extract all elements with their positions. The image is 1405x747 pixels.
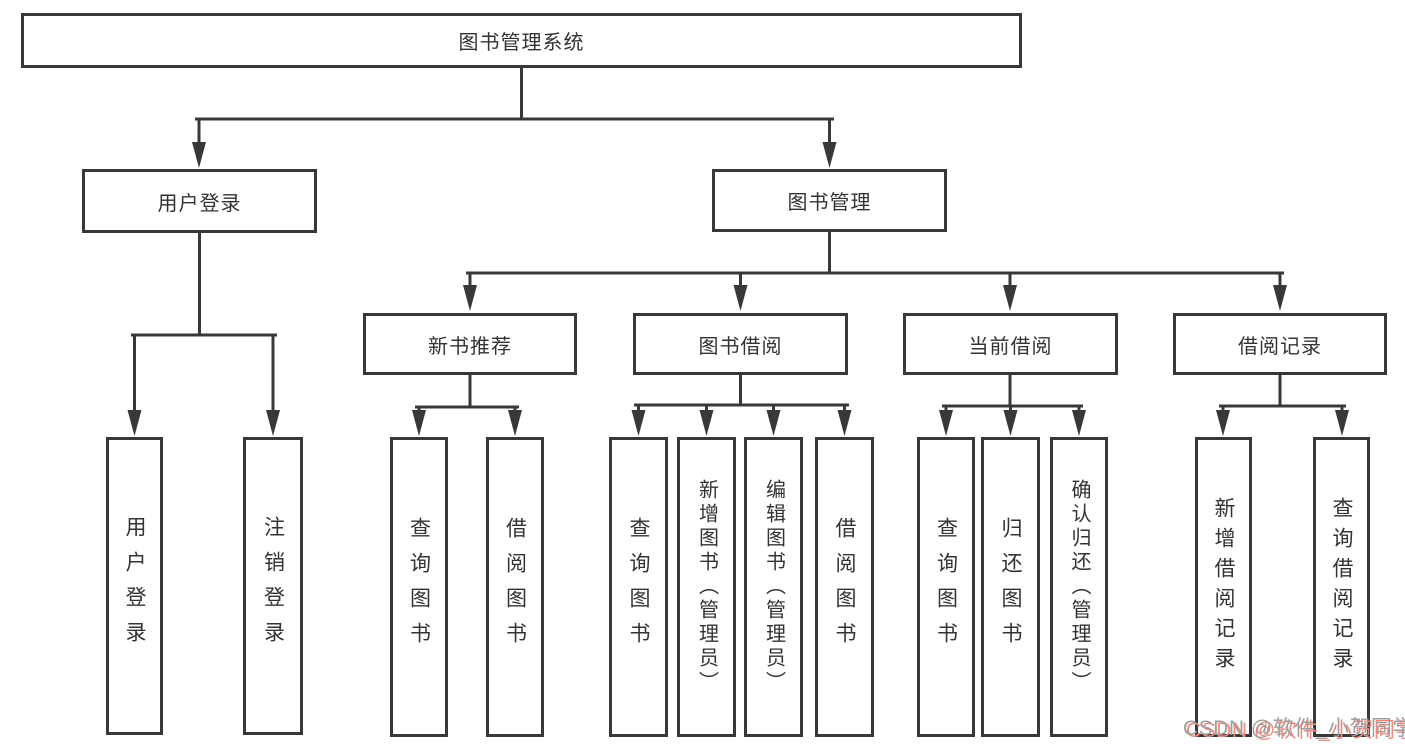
leaf-borrow-edit-books-admin: 编辑图书（管理员） bbox=[744, 437, 803, 737]
leaf-add-borrow-record: 新增借阅记录 bbox=[1195, 437, 1252, 737]
leaf-user-login: 用户登录 bbox=[106, 437, 163, 735]
connector-current-to-leaves bbox=[939, 374, 1086, 436]
leaf-current-confirm-return-admin: 确认归还（管理员） bbox=[1050, 437, 1108, 737]
leaf-label: 确认归还（管理员） bbox=[1068, 479, 1090, 695]
connector-recommend-to-leaves bbox=[412, 375, 522, 436]
node-label: 图书借阅 bbox=[698, 335, 783, 358]
leaf-recommend-borrow-books: 借阅图书 bbox=[486, 437, 544, 737]
node-user-login: 用户登录 bbox=[82, 169, 317, 233]
leaf-current-query-books: 查询图书 bbox=[917, 437, 975, 737]
leaf-label: 借阅图书 bbox=[833, 517, 856, 657]
leaf-query-borrow-record: 查询借阅记录 bbox=[1313, 437, 1370, 737]
connector-records-to-leaves bbox=[1216, 374, 1349, 436]
node-label: 图书管理 bbox=[787, 192, 872, 214]
node-borrow-records: 借阅记录 bbox=[1173, 313, 1387, 375]
node-current-borrow: 当前借阅 bbox=[903, 313, 1118, 375]
connector-borrow-to-leaves bbox=[631, 374, 852, 436]
leaf-recommend-query-books: 查询图书 bbox=[390, 437, 448, 737]
connector-bookmgmt-to-level3 bbox=[463, 232, 1287, 311]
leaf-label: 查询借阅记录 bbox=[1330, 497, 1353, 677]
node-new-book-recommend: 新书推荐 bbox=[363, 313, 577, 375]
node-label: 图书管理系统 bbox=[458, 32, 585, 54]
node-label: 新书推荐 bbox=[428, 335, 512, 358]
leaf-label: 借阅图书 bbox=[503, 517, 527, 657]
leaf-label: 查询图书 bbox=[934, 517, 958, 657]
leaf-label: 用户登录 bbox=[123, 516, 146, 656]
leaf-borrow-add-books-admin: 新增图书（管理员） bbox=[677, 437, 736, 737]
node-library-management-system: 图书管理系统 bbox=[21, 13, 1022, 68]
leaf-label: 编辑图书（管理员） bbox=[762, 479, 785, 695]
leaf-current-return-books: 归还图书 bbox=[981, 437, 1040, 737]
node-label: 当前借阅 bbox=[968, 335, 1053, 358]
node-label: 用户登录 bbox=[157, 192, 242, 215]
leaf-logout: 注销登录 bbox=[243, 437, 303, 735]
leaf-borrow-borrow-books: 借阅图书 bbox=[815, 437, 874, 737]
node-book-borrow: 图书借阅 bbox=[633, 313, 848, 375]
leaf-label: 新增借阅记录 bbox=[1212, 497, 1235, 677]
node-label: 借阅记录 bbox=[1238, 335, 1322, 358]
leaf-label: 新增图书（管理员） bbox=[695, 479, 718, 695]
connector-root-to-level2 bbox=[192, 68, 837, 168]
connector-login-to-leaves bbox=[127, 233, 280, 436]
leaf-borrow-query-books: 查询图书 bbox=[609, 437, 668, 737]
leaf-label: 查询图书 bbox=[627, 517, 650, 657]
leaf-label: 归还图书 bbox=[999, 517, 1022, 657]
leaf-label: 查询图书 bbox=[407, 517, 431, 657]
csdn-watermark: CSDN @软件_小贺同学 bbox=[1183, 717, 1405, 740]
node-book-management: 图书管理 bbox=[712, 169, 947, 232]
leaf-label: 注销登录 bbox=[261, 516, 285, 656]
